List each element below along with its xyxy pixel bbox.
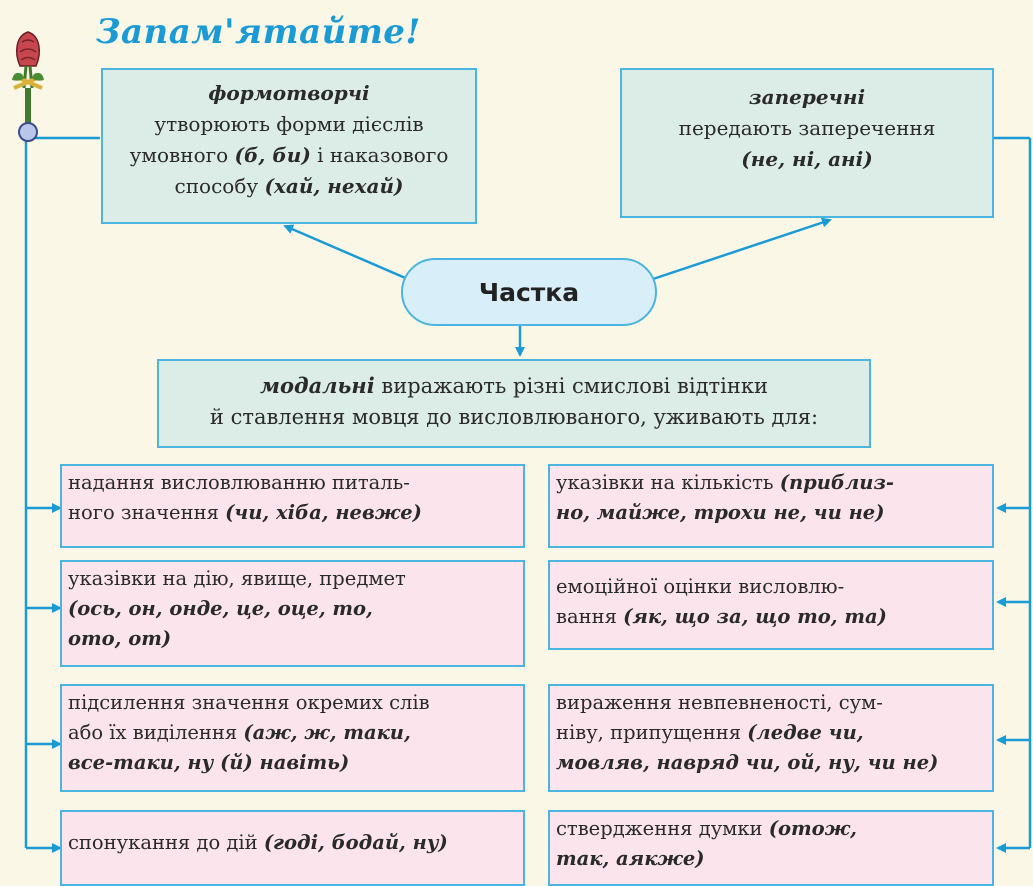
right-item-3-examples-a: (ледве чи, xyxy=(747,721,864,744)
right-item-3-line2: ніву, припущення xyxy=(556,721,748,744)
formotvorchi-line2-text: умовного xyxy=(129,143,235,167)
right-item-uncertainty: вираження невпевненості, сум- ніву, прип… xyxy=(548,684,994,792)
zaperechni-line1: передають заперечення xyxy=(678,116,936,140)
right-item-3-line1: вираження невпевненості, сум- xyxy=(556,691,883,714)
right-item-4-line1: ствердження думки xyxy=(556,817,769,840)
left-item-1-examples: (чи, хіба, невже) xyxy=(225,501,422,524)
right-item-1-line1: указівки на кількість xyxy=(556,471,780,494)
left-item-2-line1: указівки на дію, явище, предмет xyxy=(68,567,406,590)
right-item-quantity: указівки на кількість (приблиз- но, майж… xyxy=(548,464,994,548)
formotvorchi-line1: утворюють форми дієслів xyxy=(154,112,424,136)
arrow-to-zaperechni xyxy=(649,217,832,282)
zaperechni-title: заперечні xyxy=(748,85,866,109)
right-item-4-examples-b: так, аякже) xyxy=(556,847,705,870)
zaperechni-examples: (не, ні, ані) xyxy=(741,147,873,171)
formotvorchi-line2-text-b: і наказового xyxy=(310,143,449,167)
zaperechni-box: заперечні передають заперечення (не, ні,… xyxy=(620,68,994,218)
modalni-box: модальні виражають різні смислові відтін… xyxy=(157,359,871,448)
formotvorchi-line3-examples: (хай, нехай) xyxy=(264,174,404,198)
right-item-4-examples-a: (отож, xyxy=(768,817,857,840)
right-item-affirmation: ствердження думки (отож, так, аякже) xyxy=(548,810,994,886)
left-item-3-line1: підсилення значення окремих слів xyxy=(68,691,430,714)
left-item-emphasis: підсилення значення окремих слів або їх … xyxy=(60,684,525,792)
formotvorchi-line2-examples: (б, би) xyxy=(234,143,311,167)
left-item-1-line1: надання висловлюванню питаль- xyxy=(68,471,410,494)
left-item-4-examples: (годі, бодай, ну) xyxy=(263,831,448,854)
arrow-to-formotvorchi xyxy=(283,224,411,282)
left-item-3-examples-b: все-таки, ну (й) навіть) xyxy=(68,751,350,774)
left-item-4-line1: спонукання до дій xyxy=(68,831,264,854)
left-item-encouragement: спонукання до дій (годі, бодай, ну) xyxy=(60,810,525,886)
formotvorchi-line3-text: способу xyxy=(174,174,265,198)
left-item-1-line2: ного значення xyxy=(68,501,226,524)
rose-bookmark-icon xyxy=(12,31,44,142)
modalni-title: модальні xyxy=(260,373,375,398)
formotvorchi-box: формотворчі утворюють форми дієслів умов… xyxy=(101,68,477,224)
center-node-chastka: Частка xyxy=(401,258,657,326)
right-item-3-examples-b: мовляв, навряд чи, ой, ну, чи не) xyxy=(556,751,939,774)
right-item-emotion: емоційної оцінки висловлю- вання (як, що… xyxy=(548,560,994,650)
page-heading: Запам'ятайте! xyxy=(96,12,421,52)
right-item-1-examples-a: (приблиз- xyxy=(779,471,895,494)
left-item-3-line2: або їх виділення xyxy=(68,721,244,744)
left-item-2-examples-b: ото, от) xyxy=(68,627,172,650)
modalni-line2: й ставлення мовця до висловлюваного, ужи… xyxy=(209,405,819,429)
right-item-2-examples: (як, що за, що то, та) xyxy=(623,605,887,628)
modalni-line1: виражають різні смислові відтінки xyxy=(374,374,768,398)
formotvorchi-title: формотворчі xyxy=(208,81,370,105)
left-item-2-examples-a: (ось, он, онде, це, оце, то, xyxy=(68,597,373,620)
left-item-questions: надання висловлюванню питаль- ного значе… xyxy=(60,464,525,548)
right-item-2-line2: вання xyxy=(556,605,624,628)
right-item-1-examples-b: но, майже, трохи не, чи не) xyxy=(556,501,885,524)
right-item-2-line1: емоційної оцінки висловлю- xyxy=(556,575,845,598)
left-item-3-examples-a: (аж, ж, таки, xyxy=(243,721,411,744)
left-item-pointing: указівки на дію, явище, предмет (ось, он… xyxy=(60,560,525,667)
